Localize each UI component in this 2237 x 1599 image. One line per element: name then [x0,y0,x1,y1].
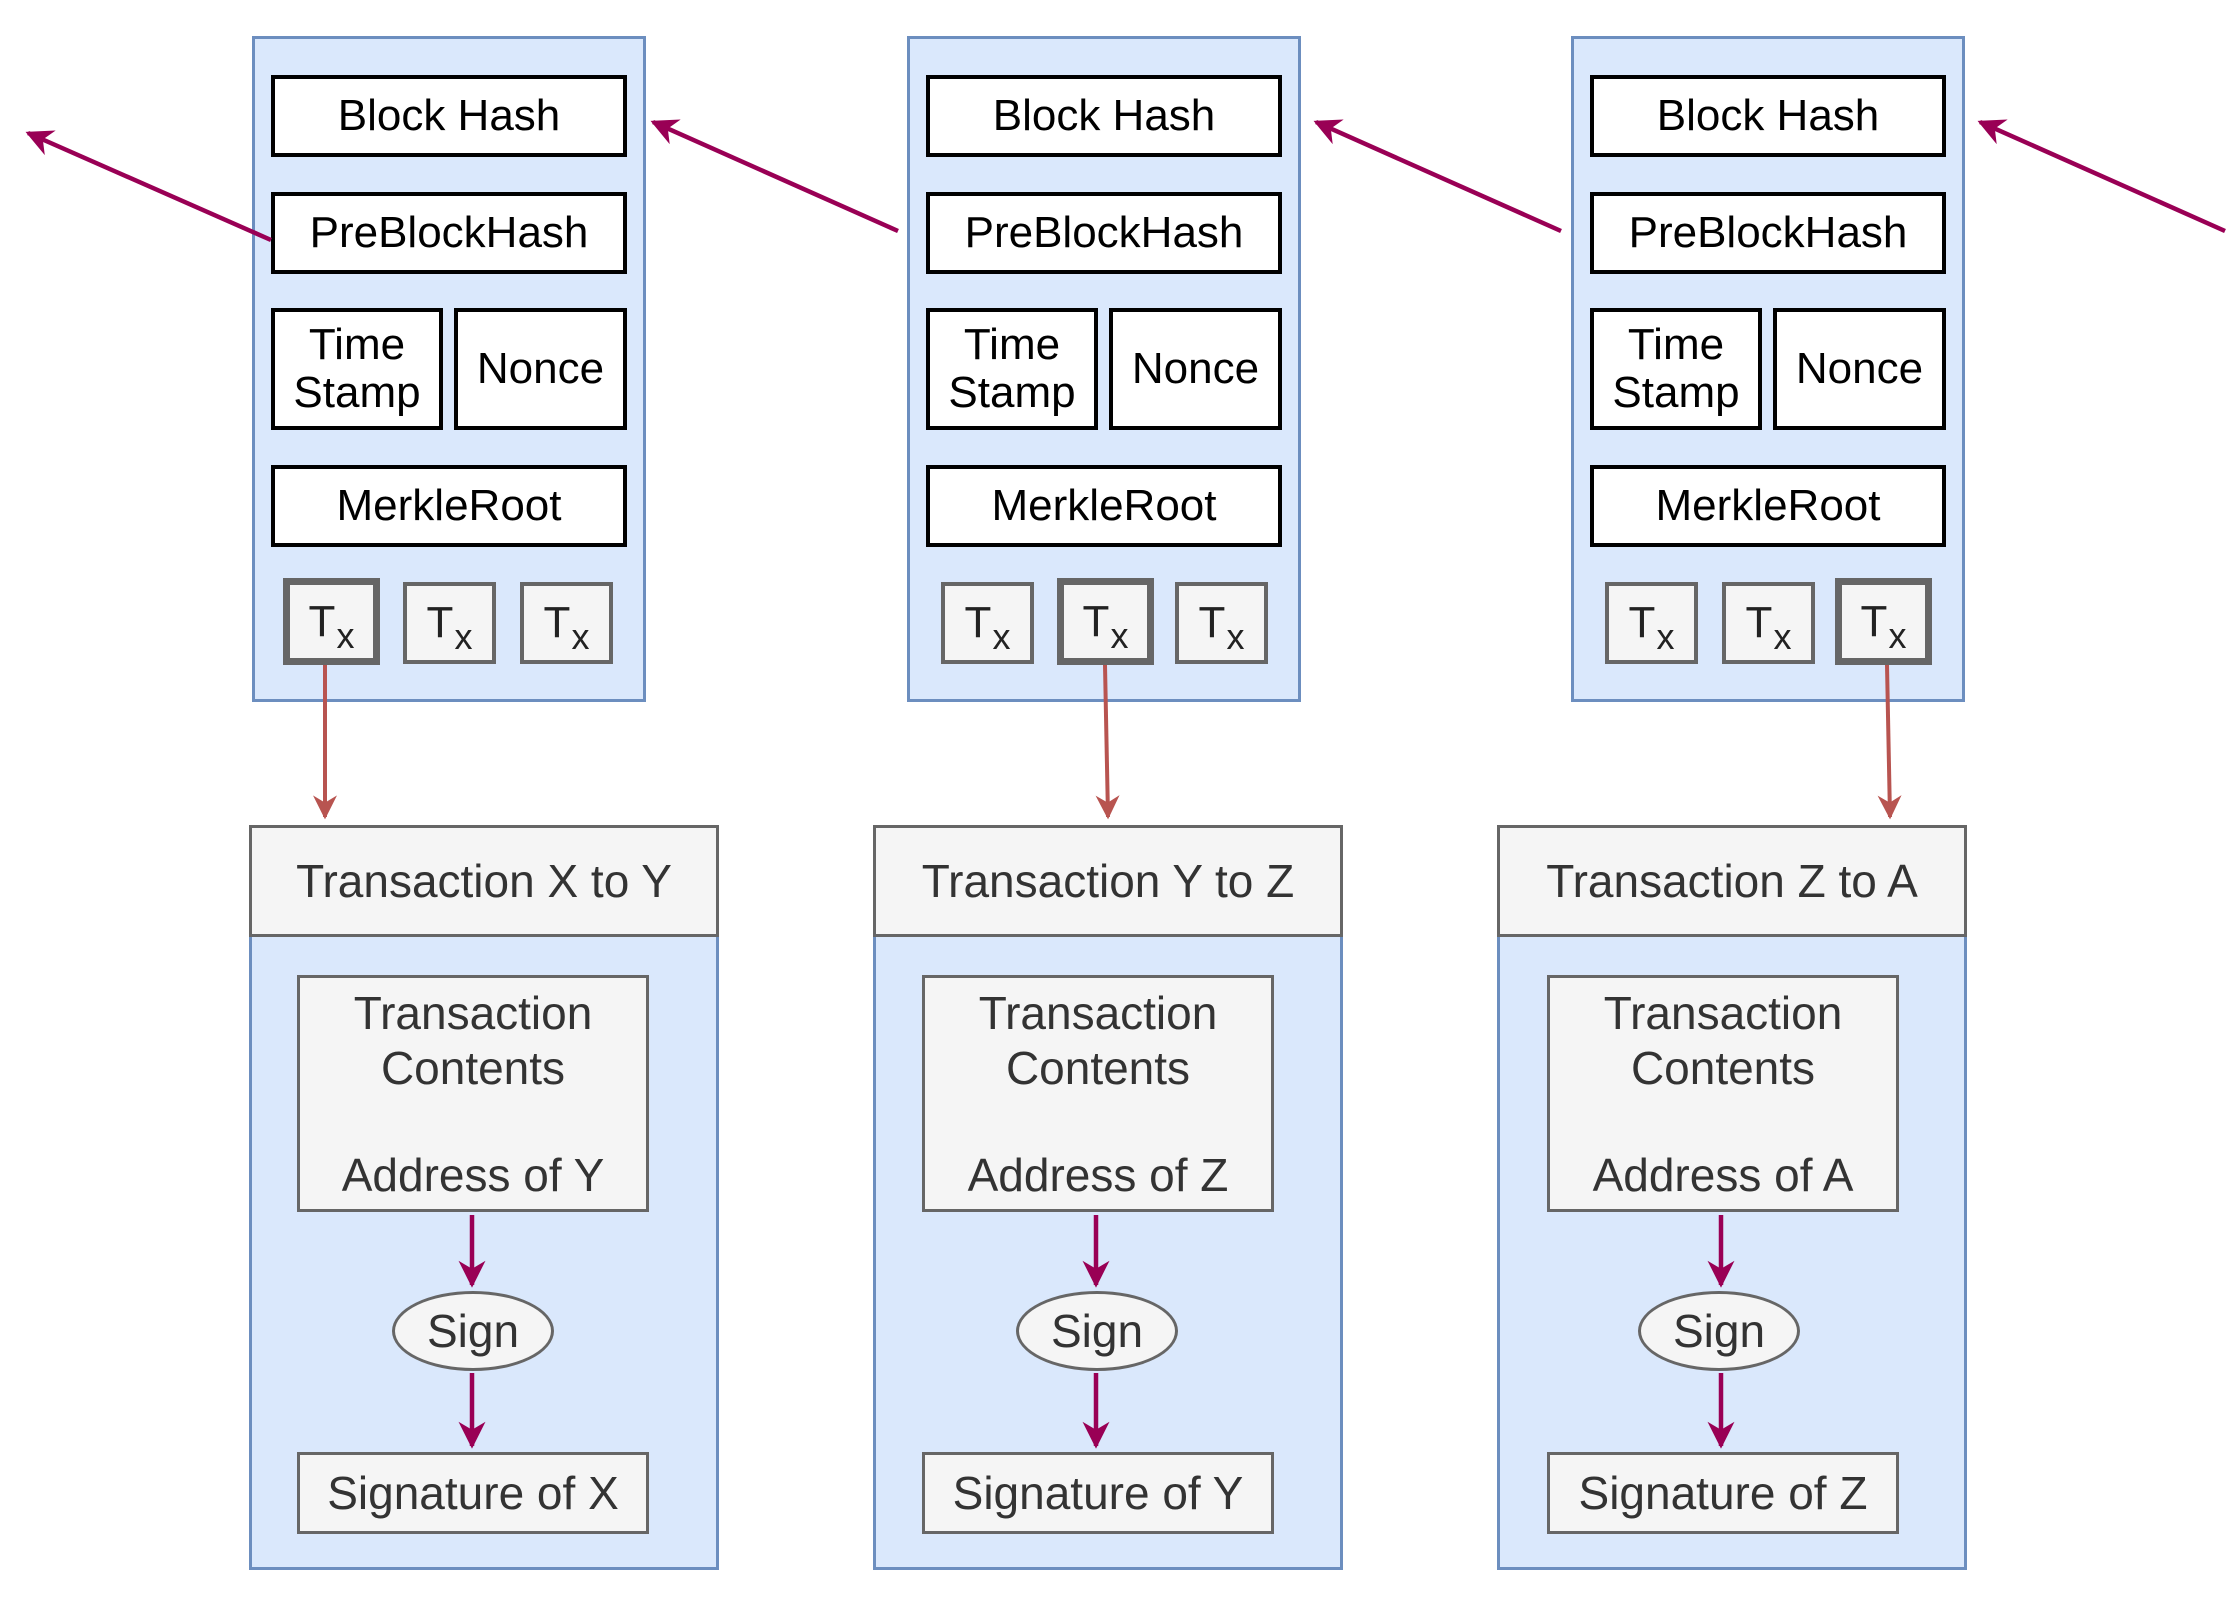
block-3-time-stamp: Time Stamp [1590,308,1762,430]
block-3-pre-block-hash: PreBlockHash [1590,192,1946,274]
tx-label: T [1628,598,1656,647]
time-stamp-line1: Time [1627,319,1725,369]
tx-label: T [1198,598,1226,647]
tx-subscript: x [1888,614,1907,656]
block-2-nonce: Nonce [1109,308,1282,430]
block-1-merkle-root: MerkleRoot [271,465,627,547]
transaction-3-signature: Signature of Z [1547,1452,1899,1534]
block-1-pre-block-hash: PreBlockHash [271,192,627,274]
tx-subscript: x [1773,616,1792,657]
tx-subscript: x [992,616,1011,657]
time-stamp-line2: Stamp [293,368,421,417]
time-stamp-line2: Stamp [1612,368,1740,417]
address-label: Address of Y [341,1148,605,1201]
contents-line1: Transaction [978,987,1218,1039]
address-label: Address of A [1592,1148,1854,1201]
time-stamp-line1: Time [963,319,1061,369]
transaction-3-sign: Sign [1638,1291,1800,1371]
chain-arrow-to-previous [25,130,272,243]
transaction-3-header: Transaction Z to A [1497,825,1967,937]
block-2-block-hash: Block Hash [926,75,1282,157]
tx-label: T [1082,596,1110,646]
chain-arrow-block2-to-block1 [650,119,899,234]
time-stamp-line1: Time [308,319,406,369]
time-stamp-line2: Stamp [948,368,1076,417]
tx-subscript: x [336,614,355,656]
block-3-nonce: Nonce [1773,308,1946,430]
tx-subscript: x [571,616,590,657]
transaction-2-signature: Signature of Y [922,1452,1274,1534]
block-2-pre-block-hash: PreBlockHash [926,192,1282,274]
transaction-1-signature: Signature of X [297,1452,649,1534]
contents-line2: Contents [1005,1042,1191,1095]
block-1-nonce: Nonce [454,308,627,430]
contents-line1: Transaction [353,987,593,1039]
tx-label: T [543,598,571,647]
transaction-2-header: Transaction Y to Z [873,825,1343,937]
address-label: Address of Z [967,1148,1229,1201]
transaction-1-sign: Sign [392,1291,554,1371]
chain-arrow-block3-to-block2 [1313,119,1562,234]
transaction-3-contents: Transaction Contents Address of A [1547,975,1899,1212]
block-2-merkle-root: MerkleRoot [926,465,1282,547]
chain-arrow-next-to-block3 [1977,119,2226,234]
tx-label: T [1745,598,1773,647]
contents-line2: Contents [380,1042,566,1095]
tx-label: T [964,598,992,647]
tx-subscript: x [1656,616,1675,657]
tx-subscript: x [1110,614,1129,656]
block-1-block-hash: Block Hash [271,75,627,157]
tx-subscript: x [1226,616,1245,657]
tx-subscript: x [454,616,473,657]
transaction-1-contents: Transaction Contents Address of Y [297,975,649,1212]
block-1-time-stamp: Time Stamp [271,308,443,430]
block-3-block-hash: Block Hash [1590,75,1946,157]
transaction-1-header: Transaction X to Y [249,825,719,937]
tx-label: T [426,598,454,647]
transaction-2-sign: Sign [1016,1291,1178,1371]
block-2-time-stamp: Time Stamp [926,308,1098,430]
block-3-merkle-root: MerkleRoot [1590,465,1946,547]
contents-line2: Contents [1630,1042,1816,1095]
contents-line1: Transaction [1603,987,1843,1039]
tx-label: T [308,596,336,646]
transaction-2-contents: Transaction Contents Address of Z [922,975,1274,1212]
tx-label: T [1860,596,1888,646]
